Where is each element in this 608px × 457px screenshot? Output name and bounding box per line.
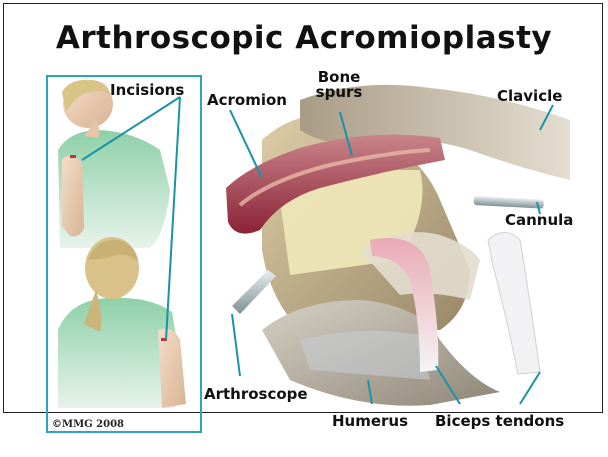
- label-biceps-tendons: Biceps tendons: [435, 413, 564, 429]
- label-bone-spurs-line2: spurs: [311, 85, 367, 100]
- label-incisions: Incisions: [110, 82, 184, 98]
- cannula-tube: [474, 196, 544, 209]
- label-arthroscope: Arthroscope: [204, 386, 308, 402]
- copyright-text: ©MMG 2008: [52, 419, 124, 430]
- patient-inset: [58, 80, 186, 408]
- diagram-title: Arthroscopic Acromioplasty: [0, 20, 608, 56]
- label-acromion: Acromion: [207, 92, 287, 108]
- label-humerus: Humerus: [332, 413, 408, 429]
- biceps-tendon-short: [488, 233, 540, 375]
- patient-upper-arm: [62, 155, 84, 236]
- label-bone-spurs: Bone spurs: [311, 70, 367, 100]
- label-cannula: Cannula: [505, 212, 573, 228]
- arthroscope-tube: [232, 270, 276, 314]
- shoulder-anatomy: [226, 85, 570, 406]
- label-clavicle: Clavicle: [497, 88, 562, 104]
